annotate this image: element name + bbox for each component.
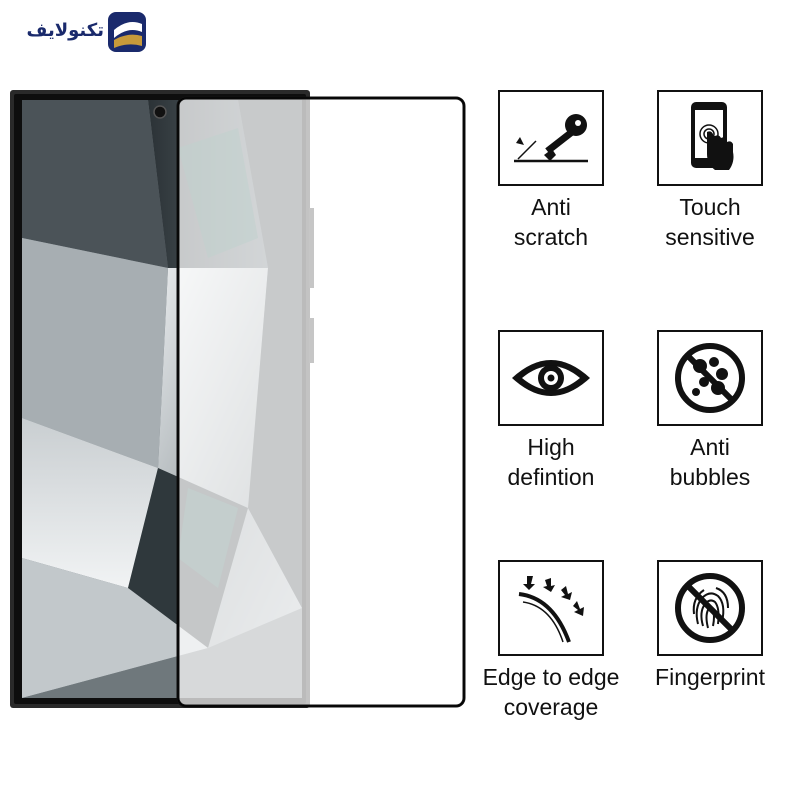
feature-label: Edge to edge coverage bbox=[482, 664, 620, 720]
feature-box bbox=[657, 560, 763, 656]
brand-logo: تکنولایف bbox=[18, 10, 148, 54]
key-scratch-icon bbox=[514, 114, 588, 163]
phone-with-screen-protector bbox=[10, 90, 466, 708]
brand-mark-icon bbox=[108, 12, 146, 52]
feature-label: Anti scratch bbox=[513, 194, 589, 250]
no-fingerprint-icon bbox=[675, 573, 745, 643]
feature-fingerprint: Fingerprint bbox=[640, 560, 780, 692]
feature-anti-scratch: Anti scratch bbox=[481, 90, 621, 252]
brand-name: تکنولایف bbox=[26, 20, 104, 41]
feature-label: Anti bubbles bbox=[669, 434, 751, 490]
feature-box bbox=[657, 330, 763, 426]
feature-box bbox=[657, 90, 763, 186]
feature-anti-bubbles: Anti bubbles bbox=[640, 330, 780, 492]
feature-high-definition: High defintion bbox=[481, 330, 621, 492]
no-bubbles-icon bbox=[675, 343, 745, 413]
feature-label: Fingerprint bbox=[655, 664, 765, 690]
feature-box bbox=[498, 330, 604, 426]
touch-phone-icon bbox=[691, 102, 734, 170]
feature-box bbox=[498, 90, 604, 186]
feature-edge-to-edge: Edge to edge coverage bbox=[481, 560, 621, 722]
feature-label: Touch sensitive bbox=[665, 194, 755, 250]
eye-icon bbox=[512, 360, 590, 396]
curved-edge-arrows-icon bbox=[518, 576, 584, 643]
feature-touch-sensitive: Touch sensitive bbox=[640, 90, 780, 252]
feature-box bbox=[498, 560, 604, 656]
feature-label: High defintion bbox=[507, 434, 595, 490]
